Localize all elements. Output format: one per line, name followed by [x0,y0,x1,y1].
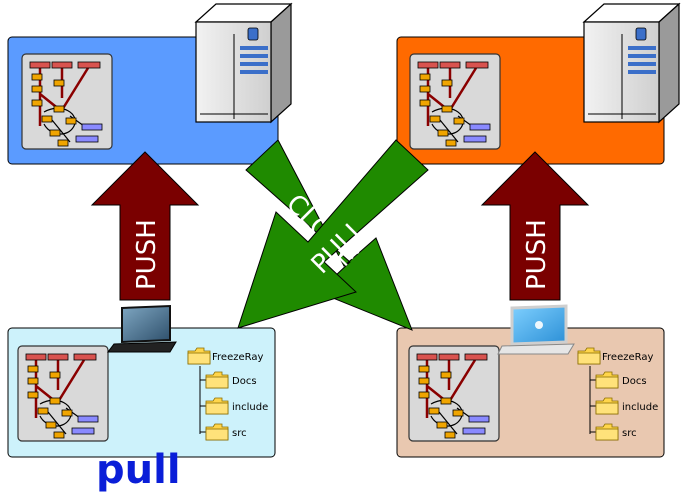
folder-tree-right: FreezeRay Docs include src [577,347,658,441]
push-arrow-right: PUSH [480,151,590,301]
folder-tree-left: FreezeRay Docs include src [187,347,268,441]
pull-caption: pull [96,447,181,493]
push-label-right: PUSH [522,219,552,290]
folder-tree-right-root: FreezeRay [602,352,653,363]
folder-tree-right-child-1: include [622,402,658,413]
folder-tree-left-child-1: include [232,402,268,413]
repo-graph-icon-client-right [407,344,501,443]
push-label-left: PUSH [132,219,162,290]
repo-graph-icon-server-right [408,52,502,151]
server-tower-icon-left [195,3,292,123]
laptop-icon-left [107,304,177,353]
repo-graph-icon-server-left [20,52,114,151]
folder-tree-right-child-0: Docs [622,376,647,387]
folder-tree-left-root: FreezeRay [212,352,263,363]
folder-tree-right-child-2: src [622,428,637,439]
folder-tree-left-child-2: src [232,428,247,439]
server-tower-icon-right [583,3,680,123]
folder-tree-left-child-0: Docs [232,376,257,387]
apple-laptop-icon-right [497,304,575,355]
repo-graph-icon-client-left [16,344,110,443]
push-arrow-left: PUSH [90,151,200,301]
